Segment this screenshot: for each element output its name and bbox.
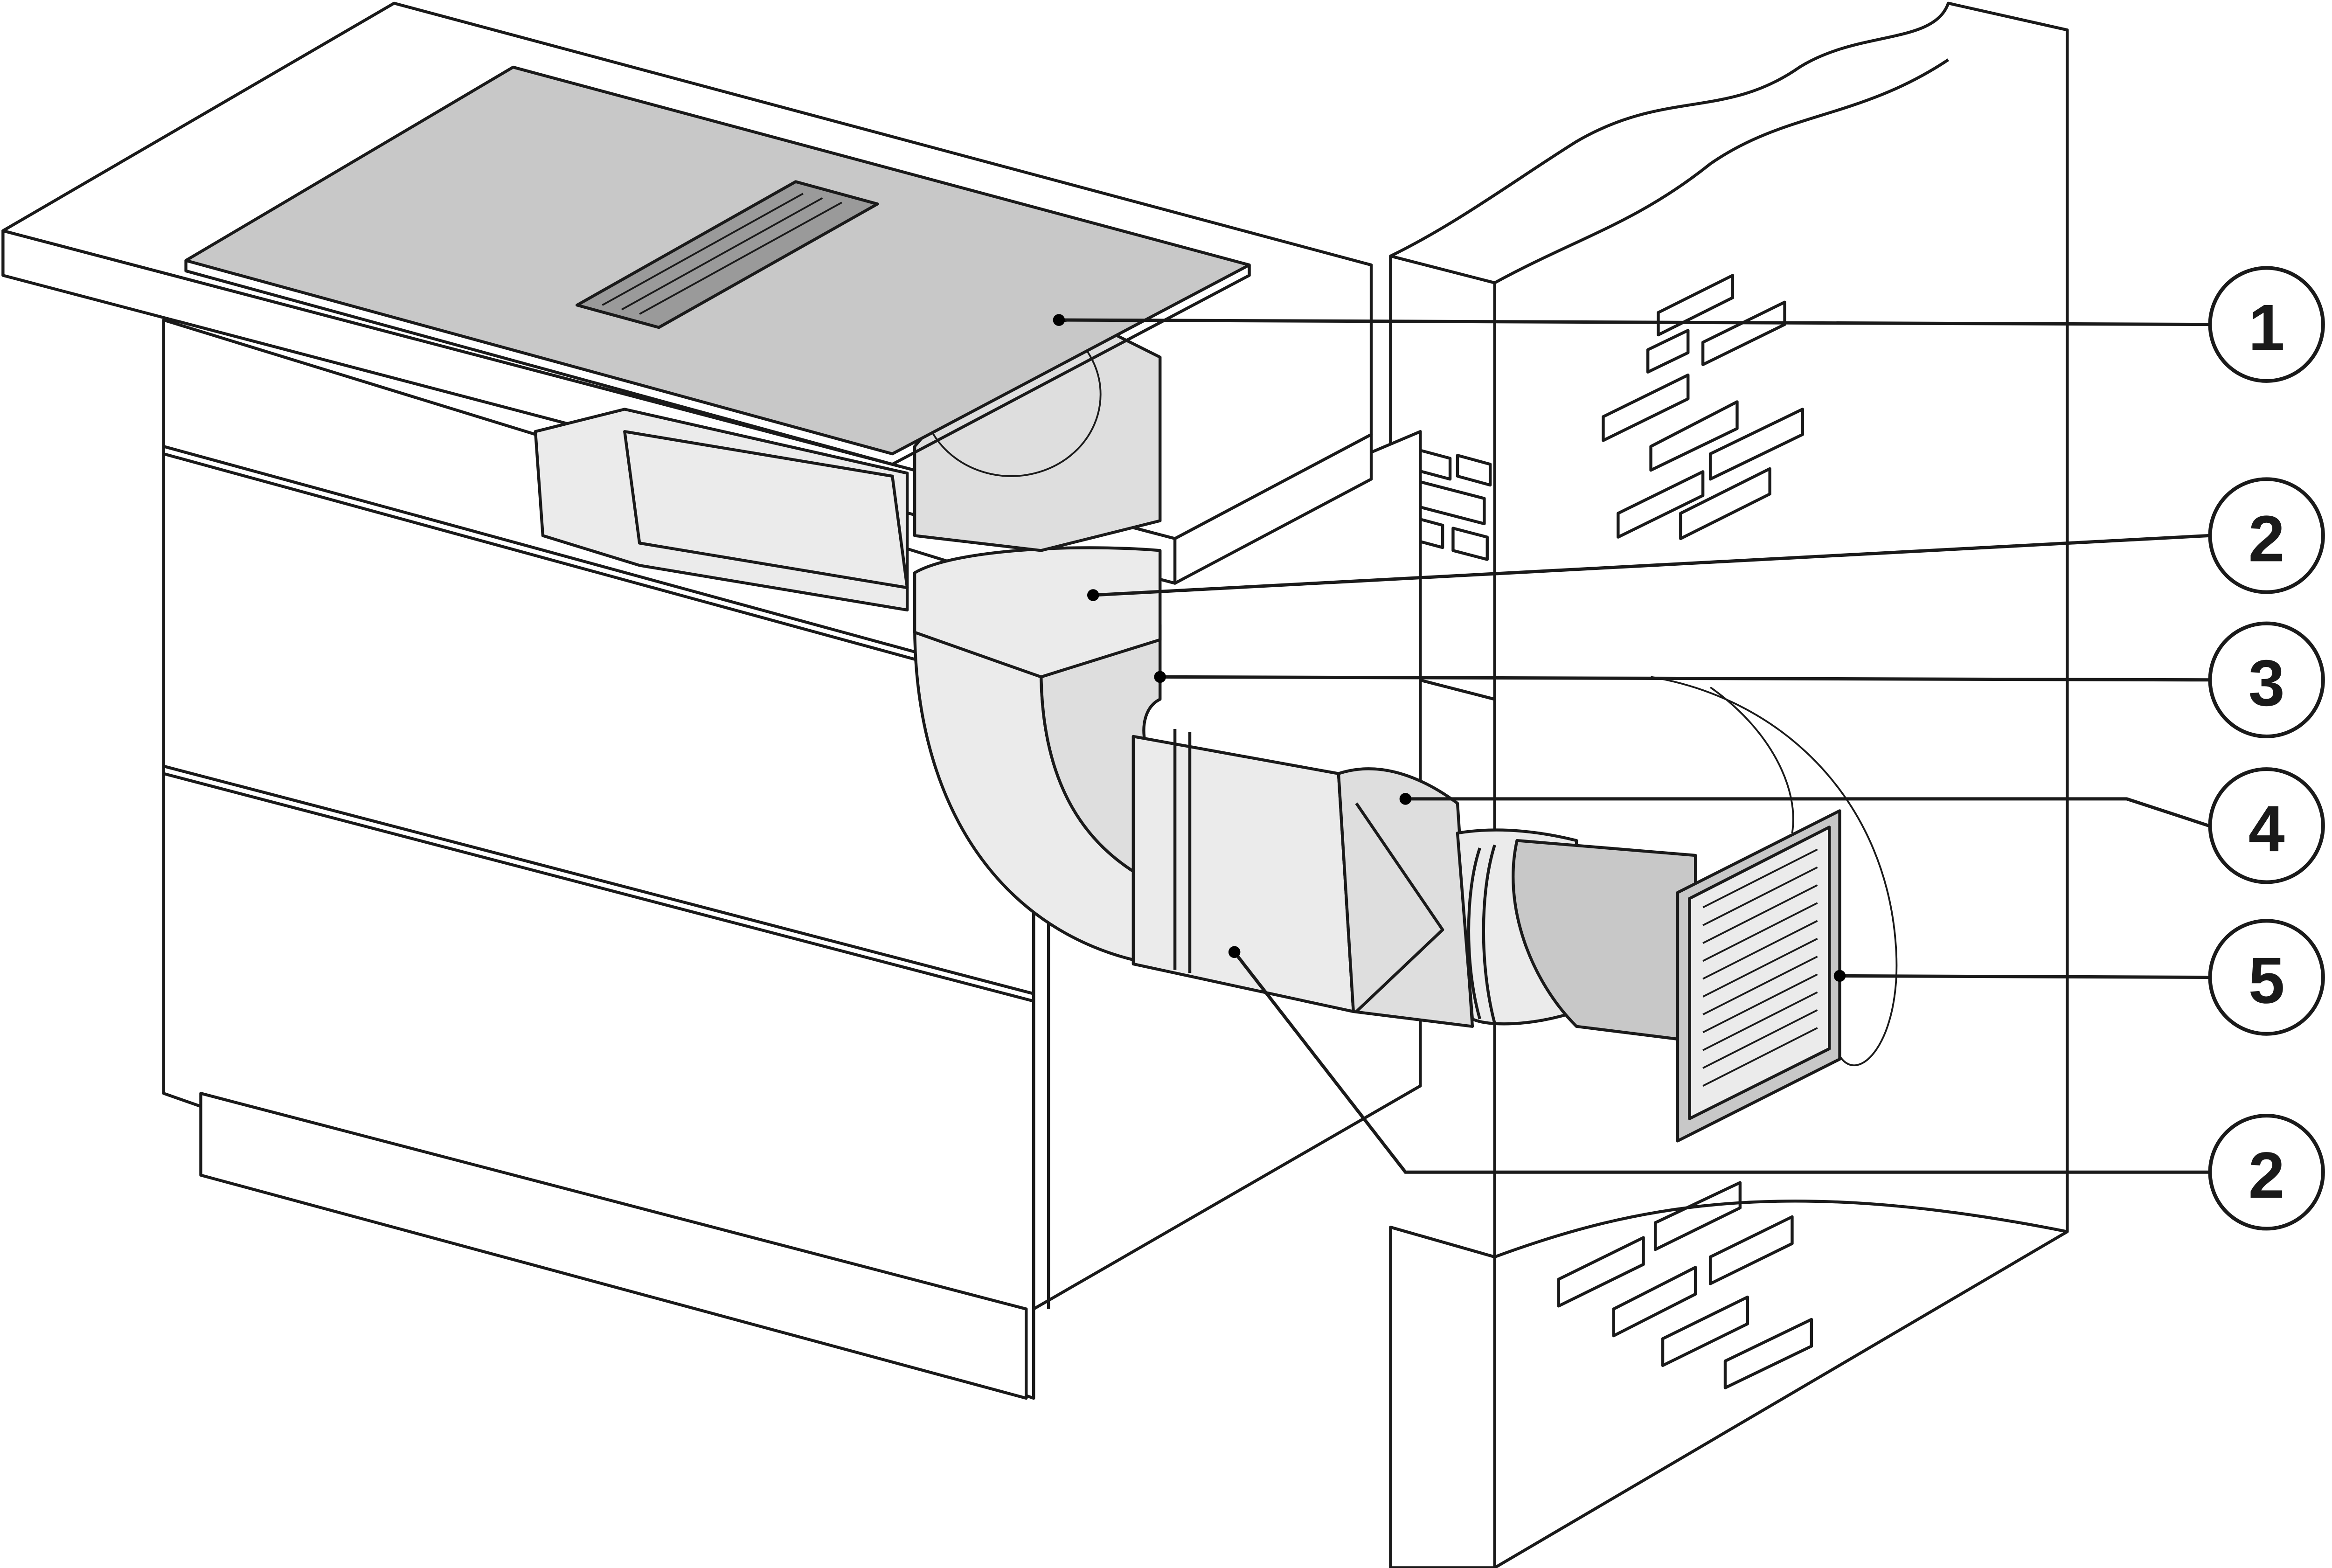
bricks-lower [1557,1181,1813,1389]
callout-1: 1 [2208,266,2325,383]
downdraft-unit [534,296,1162,612]
callout-label: 2 [2249,502,2285,575]
callout-4: 4 [2208,767,2325,884]
callout-3: 3 [2208,621,2325,738]
callout-leaders [1053,314,2209,1174]
ducting [913,546,1697,1043]
callout-2b: 2 [2208,1114,2325,1231]
cooktop [184,65,1251,466]
wall [1389,1,2069,1568]
bricks-upper [1396,274,1804,561]
callout-label: 5 [2249,944,2285,1017]
flat-duct [1131,735,1355,1013]
wall-grille [1676,809,1841,1143]
callout-2: 2 [2208,477,2325,594]
callout-label: 2 [2249,1138,2285,1212]
extraction-vent [576,180,879,329]
callout-label: 1 [2249,291,2285,364]
callout-label: 3 [2249,646,2285,720]
callout-label: 4 [2249,792,2285,865]
callout-5: 5 [2208,919,2325,1036]
